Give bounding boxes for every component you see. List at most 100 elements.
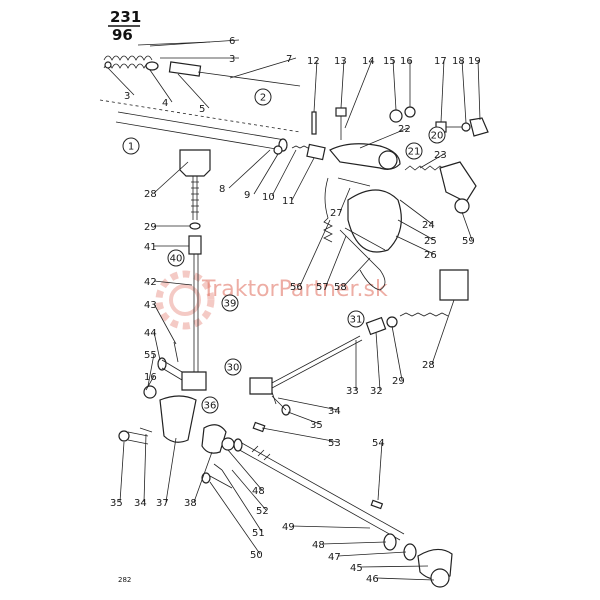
callout-label-c26: 26 [424, 250, 437, 261]
washer-16b-part [143, 385, 157, 399]
callout-label-c49: 49 [282, 522, 295, 533]
pin-12-part [311, 111, 317, 135]
leader-line-c7 [229, 57, 297, 79]
leader-line-c49 [291, 525, 371, 529]
leader-line-c50 [209, 481, 261, 555]
callout-label-c29b: 29 [392, 376, 405, 387]
cotter-43 [173, 341, 179, 363]
leader-line-c52 [231, 469, 267, 511]
leader-line-c5 [177, 73, 210, 109]
callout-label-c33: 33 [346, 386, 359, 397]
leader-line-c29b [391, 325, 403, 381]
callout-label-c6: 6 [229, 36, 235, 47]
leader-line-c37 [165, 437, 177, 503]
callout-label-c32: 32 [370, 386, 383, 397]
leader-line-c59 [461, 211, 473, 241]
washer-15-part [389, 109, 403, 123]
leader-line-c28b [431, 299, 455, 365]
group-circle-g36: 36 [201, 396, 219, 414]
rod-part-upper [197, 71, 301, 87]
callout-label-c3a: 3 [229, 54, 235, 65]
nut-29-part [189, 222, 201, 230]
pin-35-part [118, 430, 149, 445]
group-label-g31: 31 [350, 315, 363, 326]
leader-line-c10 [271, 149, 297, 197]
group-label-g2: 2 [260, 93, 266, 104]
callout-label-c15: 15 [383, 56, 396, 67]
callout-label-c16b: 16 [144, 372, 157, 383]
leader-line-c22 [359, 127, 409, 149]
leader-line-c46 [375, 577, 435, 581]
leader-line-c35b [119, 441, 125, 503]
callout-label-c42: 42 [144, 277, 157, 288]
group-label-g39: 39 [224, 299, 237, 310]
leader-line-c14 [344, 59, 373, 129]
callout-label-c12: 12 [307, 56, 320, 67]
ring-16-part [404, 106, 416, 118]
callout-label-c18: 18 [452, 56, 465, 67]
callout-label-c34b: 34 [134, 498, 147, 509]
group-circle-g20: 20 [428, 126, 446, 144]
spring-coil-top [103, 55, 153, 69]
sleeve-41-part [188, 235, 202, 255]
threaded-rod-28b [399, 312, 449, 317]
header-denominator: 96 [112, 26, 133, 44]
coupler-part [306, 143, 326, 161]
leader-line-c42 [153, 280, 193, 286]
callout-label-c10: 10 [262, 192, 275, 203]
group-label-g21: 21 [408, 147, 421, 158]
callout-label-c53: 53 [328, 438, 341, 449]
cotter-34a [271, 391, 277, 405]
group-label-g36: 36 [204, 401, 217, 412]
callout-label-c58: 58 [334, 282, 347, 293]
callout-label-c47: 47 [328, 552, 341, 563]
callout-label-c38: 38 [184, 498, 197, 509]
leader-line-c51 [221, 469, 263, 533]
leader-line-layer [107, 39, 481, 581]
callout-label-c44: 44 [144, 328, 157, 339]
callout-label-c16a: 16 [400, 56, 413, 67]
leader-line-c9 [253, 153, 279, 195]
pin-57-part [344, 227, 386, 251]
cotter-51 [213, 463, 223, 471]
leader-line-c44 [153, 331, 161, 361]
pin-27-part [337, 177, 371, 187]
callout-label-c37: 37 [156, 498, 169, 509]
threaded-rod-28 [191, 176, 199, 220]
callout-label-c22: 22 [398, 124, 411, 135]
callout-label-c7: 7 [286, 54, 292, 65]
lower-arm-part [159, 395, 197, 443]
callout-label-c59: 59 [462, 236, 475, 247]
hook-spring-56 [323, 177, 333, 243]
group-circle-g40: 40 [167, 249, 185, 267]
callout-label-c48b: 48 [312, 540, 325, 551]
clevis-part [181, 371, 207, 391]
pin-50-part [201, 472, 233, 489]
leader-line-c15 [392, 59, 397, 111]
leader-line-c55 [147, 353, 155, 387]
callout-label-c9: 9 [244, 190, 250, 201]
group-label-g30: 30 [227, 363, 240, 374]
leader-line-c26 [395, 235, 435, 255]
leader-line-c48a [227, 449, 263, 491]
group-circle-g21: 21 [405, 142, 423, 160]
wire-58-part [339, 229, 386, 291]
callout-label-c46: 46 [366, 574, 379, 585]
callout-label-c56: 56 [290, 282, 303, 293]
leader-line-c58 [343, 257, 371, 287]
clevis-30-part [249, 377, 273, 395]
cam-plate-part [347, 189, 402, 253]
leader-line-c45 [359, 565, 429, 568]
latch-plate-part [439, 161, 477, 203]
callout-label-c14: 14 [362, 56, 375, 67]
knob-handle-28 [179, 149, 211, 177]
roller-part [454, 198, 470, 214]
cotter-34b [139, 427, 153, 433]
callout-label-c25: 25 [424, 236, 437, 247]
leader-line-c18 [461, 59, 467, 124]
leader-line-c56 [299, 219, 331, 287]
leader-line-c12 [313, 59, 318, 113]
callout-label-c28b: 28 [422, 360, 435, 371]
ring-52-part [221, 437, 235, 451]
